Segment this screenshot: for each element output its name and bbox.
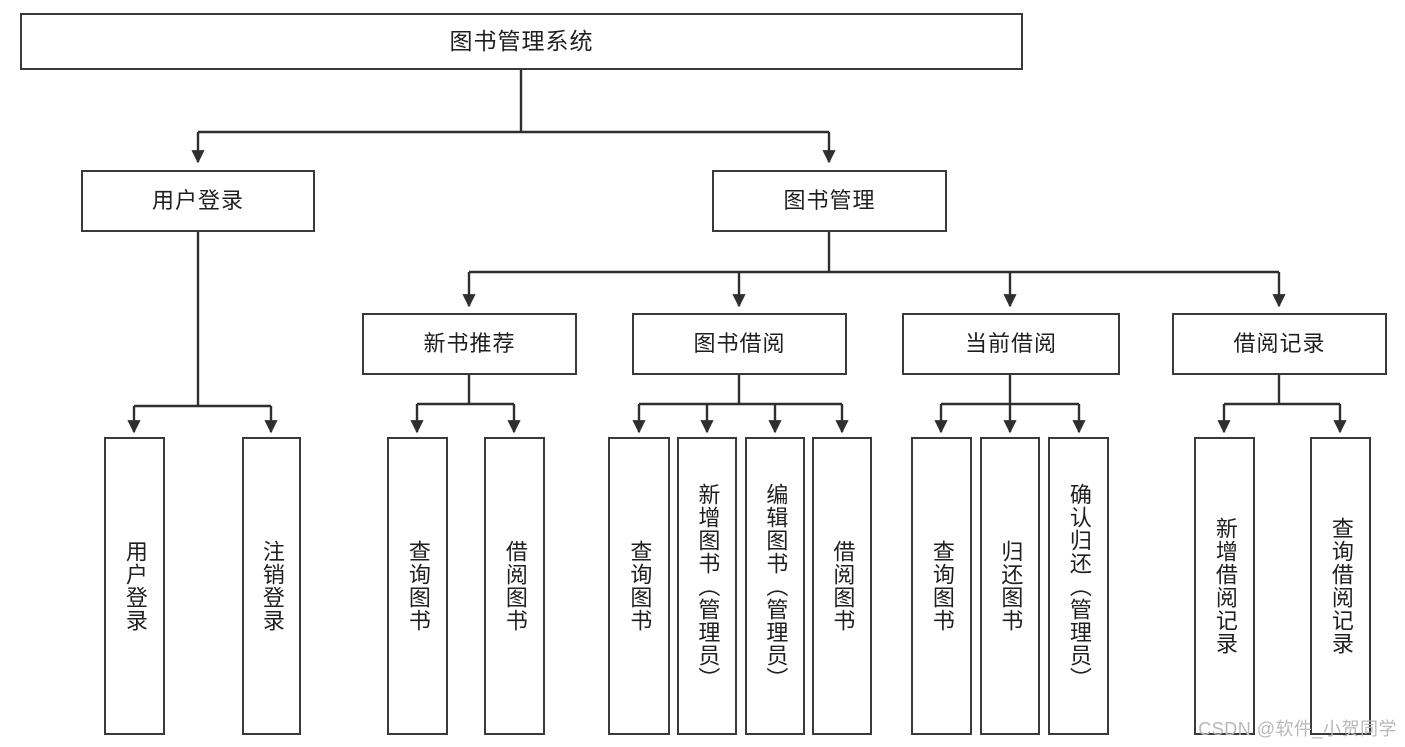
node-current-borrow[interactable]: 当前借阅 [902,313,1120,375]
leaf-label: 注销登录 [259,540,285,632]
leaf-label: 借阅图书 [502,540,528,632]
leaf-borrow-record-add[interactable]: 新增借阅记录 [1194,437,1255,735]
node-root-system[interactable]: 图书管理系统 [20,13,1023,70]
node-book-management[interactable]: 图书管理 [712,170,947,232]
leaf-new-book-borrow[interactable]: 借阅图书 [484,437,545,735]
leaf-label: 查询借阅记录 [1328,517,1354,655]
leaf-current-borrow-return[interactable]: 归还图书 [980,437,1040,735]
leaf-current-borrow-confirm[interactable]: 确认归还（管理员） [1048,437,1109,735]
leaf-book-borrow-query[interactable]: 查询图书 [608,437,670,735]
leaf-book-borrow-add[interactable]: 新增图书（管理员） [677,437,737,735]
node-borrow-record[interactable]: 借阅记录 [1172,313,1387,375]
node-user-login[interactable]: 用户登录 [81,170,315,232]
leaf-label: 新增图书（管理员） [695,482,721,690]
leaf-label: 编辑图书（管理员） [763,482,789,690]
leaf-user-login-login[interactable]: 用户登录 [104,437,165,735]
node-new-book-recommend[interactable]: 新书推荐 [362,313,577,375]
leaf-label: 用户登录 [122,540,148,632]
leaf-new-book-query[interactable]: 查询图书 [387,437,448,735]
leaf-book-borrow-borrow[interactable]: 借阅图书 [812,437,872,735]
leaf-borrow-record-query[interactable]: 查询借阅记录 [1310,437,1371,735]
leaf-label: 查询图书 [627,540,653,632]
leaf-label: 归还图书 [998,540,1024,632]
leaf-label: 查询图书 [405,540,431,632]
leaf-label: 确认归还（管理员） [1066,482,1092,690]
leaf-label: 新增借阅记录 [1212,517,1238,655]
leaf-book-borrow-edit[interactable]: 编辑图书（管理员） [745,437,805,735]
leaf-user-login-logout[interactable]: 注销登录 [242,437,301,735]
leaf-label: 借阅图书 [830,540,856,632]
node-book-borrow[interactable]: 图书借阅 [632,313,847,375]
csdn-watermark: CSDN @软件_小贺同学 [1198,719,1397,739]
leaf-label: 查询图书 [929,540,955,632]
leaf-current-borrow-query[interactable]: 查询图书 [911,437,972,735]
